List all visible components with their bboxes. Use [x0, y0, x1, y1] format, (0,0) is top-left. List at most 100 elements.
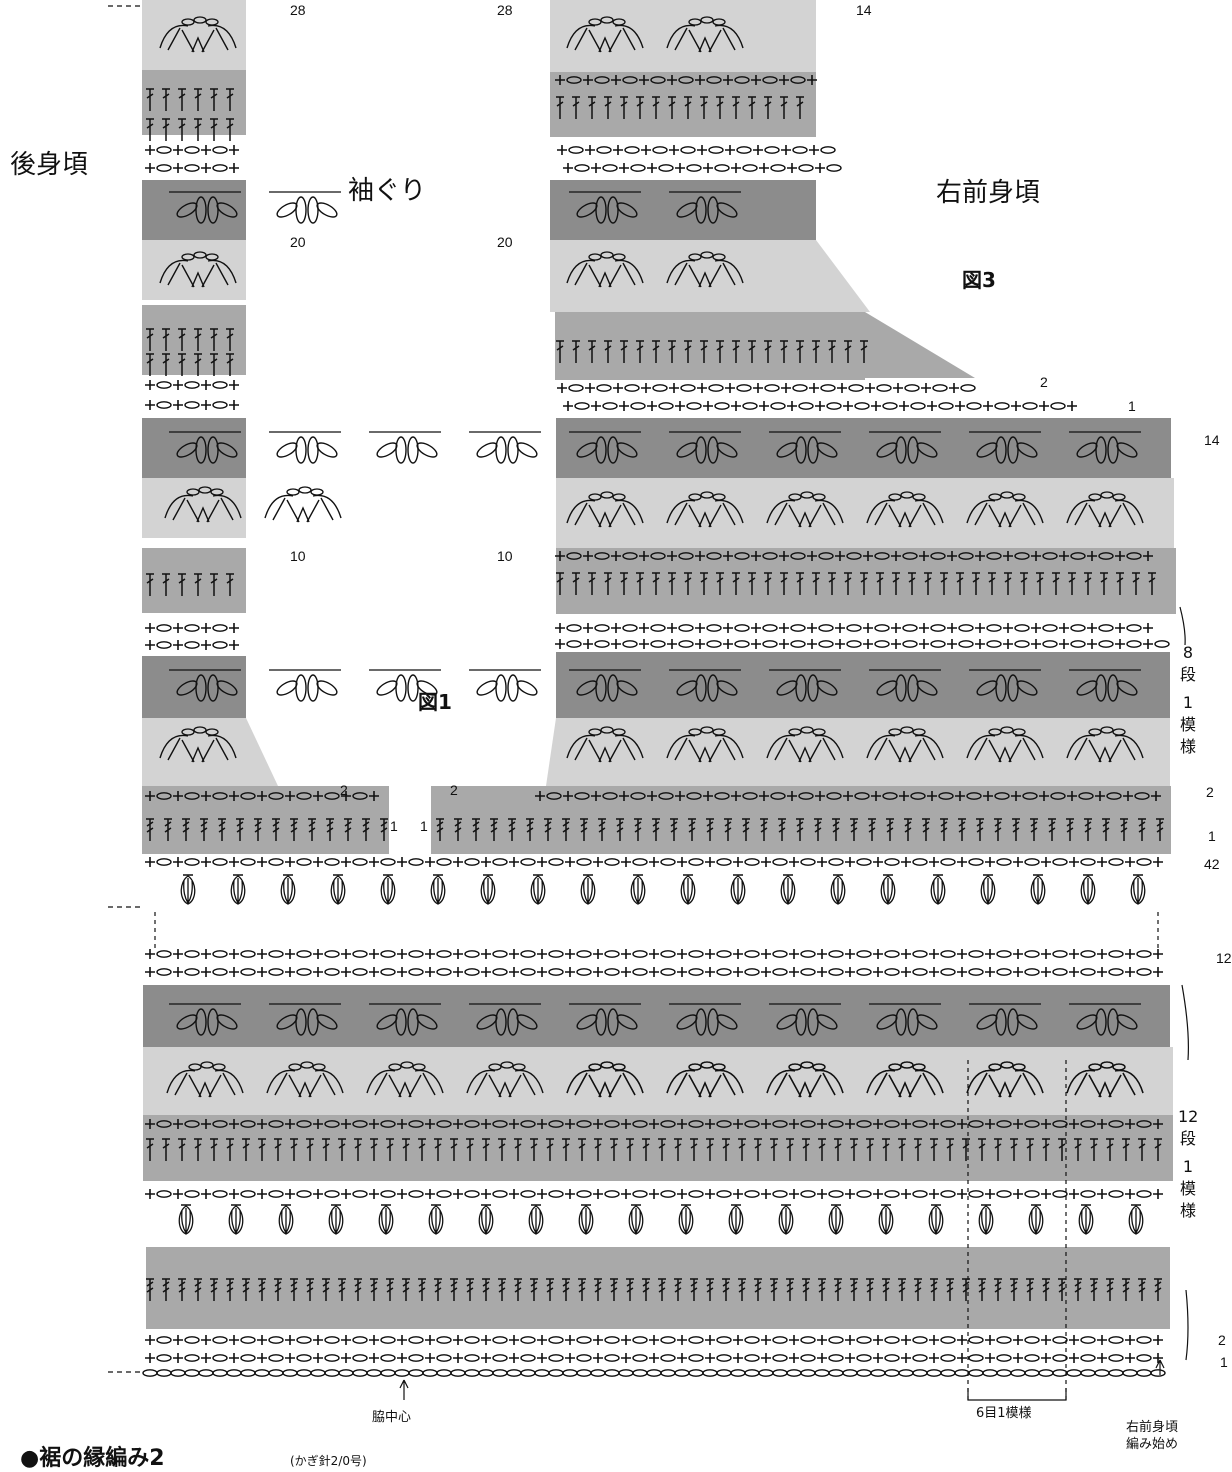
sc-symbol	[172, 966, 184, 978]
ch-symbol	[772, 858, 788, 866]
ch-symbol	[366, 1369, 382, 1377]
ch-symbol	[212, 950, 228, 958]
ch-symbol	[828, 950, 844, 958]
ch-symbol	[996, 858, 1012, 866]
sc-symbol	[620, 1334, 632, 1346]
ch-symbol	[940, 1190, 956, 1198]
sc-symbol	[1012, 948, 1024, 960]
sc-symbol	[984, 1334, 996, 1346]
ch-symbol	[874, 640, 890, 648]
sc-symbol	[704, 1188, 716, 1200]
sc-symbol	[1012, 1334, 1024, 1346]
ch-symbol	[594, 624, 610, 632]
ch-symbol	[464, 1336, 480, 1344]
pop-symbol	[430, 874, 446, 905]
ch-symbol	[408, 950, 424, 958]
ch-symbol	[884, 1190, 900, 1198]
ch-symbol	[464, 1354, 480, 1362]
ch-symbol	[884, 950, 900, 958]
sc-symbol	[200, 144, 212, 156]
pop-symbol	[928, 1204, 944, 1235]
ch-symbol	[156, 381, 172, 389]
shaping-area	[246, 718, 278, 786]
ch-symbol	[940, 858, 956, 866]
ch-symbol	[826, 402, 842, 410]
ch-symbol	[566, 624, 582, 632]
ch-symbol	[742, 402, 758, 410]
ch-symbol	[874, 624, 890, 632]
pop-symbol	[328, 1204, 344, 1235]
ch-symbol	[770, 164, 786, 172]
sc-symbol	[696, 144, 708, 156]
ch-symbol	[1042, 624, 1058, 632]
ch-symbol	[678, 640, 694, 648]
sc-symbol	[864, 382, 876, 394]
sc-symbol	[610, 622, 622, 634]
sc-symbol	[1068, 1334, 1080, 1346]
sc-symbol	[340, 966, 352, 978]
figure-3-label: 図3	[962, 268, 996, 292]
ch-symbol	[1126, 640, 1142, 648]
pattern-band	[146, 1247, 1170, 1329]
sc-symbol	[368, 948, 380, 960]
ch-symbol	[800, 1190, 816, 1198]
ch-symbol	[678, 624, 694, 632]
sc-symbol	[172, 948, 184, 960]
sc-symbol	[646, 400, 658, 412]
pop-symbol	[1080, 874, 1096, 905]
ch-symbol	[714, 164, 730, 172]
sc-symbol	[900, 856, 912, 868]
ch-symbol	[912, 1190, 928, 1198]
sc-symbol	[668, 382, 680, 394]
sc-symbol	[284, 966, 296, 978]
pop-symbol	[580, 874, 596, 905]
sc-symbol	[480, 966, 492, 978]
ch-symbol	[268, 950, 284, 958]
ch-symbol	[604, 968, 620, 976]
ch-symbol	[786, 1369, 802, 1377]
ch-symbol	[296, 1369, 312, 1377]
sc-symbol	[584, 144, 596, 156]
sc-symbol	[900, 1188, 912, 1200]
ch-symbol	[622, 640, 638, 648]
ch-symbol	[1136, 968, 1152, 976]
ch-symbol	[856, 1354, 872, 1362]
ch-symbol	[1042, 640, 1058, 648]
ch-symbol	[1136, 1369, 1152, 1377]
sc-symbol	[946, 638, 958, 650]
sc-symbol	[926, 400, 938, 412]
sc-symbol	[696, 382, 708, 394]
ch-symbol	[1080, 968, 1096, 976]
ch-symbol	[798, 164, 814, 172]
ch-symbol	[744, 1190, 760, 1198]
sc-symbol	[228, 1352, 240, 1364]
ch-symbol	[352, 968, 368, 976]
sc-symbol	[1002, 622, 1014, 634]
right-front-body-title: 右前身頃	[936, 178, 1041, 208]
ch-symbol	[1136, 858, 1152, 866]
sc-symbol	[928, 856, 940, 868]
ch-symbol	[436, 1336, 452, 1344]
ch-symbol	[156, 164, 172, 172]
ch-symbol	[436, 1354, 452, 1362]
ch-symbol	[212, 1336, 228, 1344]
leaf-symbol	[468, 669, 542, 702]
ch-symbol	[884, 858, 900, 866]
sc-symbol	[256, 1334, 268, 1346]
ch-symbol	[842, 1369, 858, 1377]
ch-symbol	[1024, 1336, 1040, 1344]
ch-symbol	[324, 1336, 340, 1344]
ch-symbol	[1024, 1369, 1040, 1377]
ch-symbol	[268, 968, 284, 976]
ch-symbol	[660, 858, 676, 866]
sc-symbol	[396, 1352, 408, 1364]
sc-symbol	[172, 1352, 184, 1364]
ch-symbol	[1014, 624, 1030, 632]
ch-symbol	[968, 1354, 984, 1362]
sc-symbol	[508, 1188, 520, 1200]
sc-symbol	[200, 639, 212, 651]
ch-symbol	[1136, 1190, 1152, 1198]
ch-symbol	[184, 1369, 200, 1377]
ch-symbol	[688, 968, 704, 976]
sc-symbol	[648, 966, 660, 978]
